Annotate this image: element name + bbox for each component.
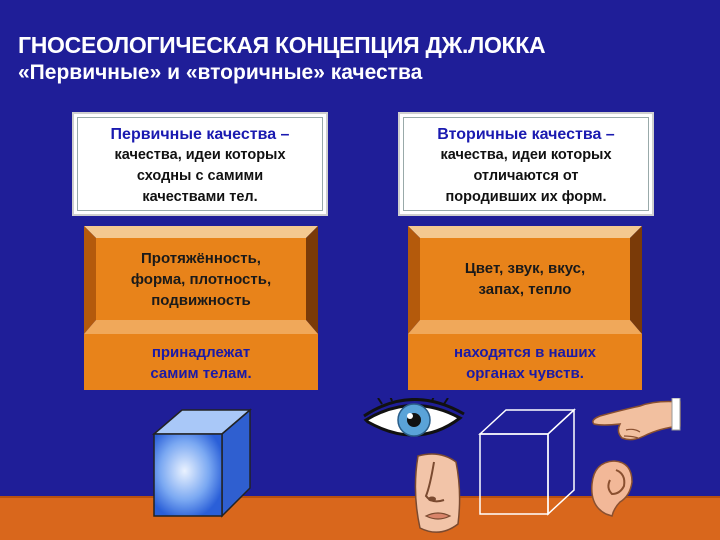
secondary-example-line: запах, тепло xyxy=(478,281,572,298)
secondary-def-line: качества, идеи которых xyxy=(440,147,612,163)
bevel-frame xyxy=(84,226,318,334)
secondary-examples-box: Цвет, звук, вкус, запах, тепло xyxy=(408,226,642,334)
primary-belong-line: принадлежат xyxy=(151,344,251,361)
secondary-belong-line: находятся в наших xyxy=(454,344,596,361)
secondary-belong-box: находятся в наших органах чувств. xyxy=(408,334,642,390)
ear-icon xyxy=(591,460,633,517)
secondary-belong-line: органах чувств. xyxy=(466,365,584,382)
secondary-def-line: отличаются от xyxy=(473,168,579,184)
primary-example-line: подвижность xyxy=(151,291,251,309)
primary-heading: Первичные качества – xyxy=(110,126,290,143)
primary-example-line: форма, плотность, xyxy=(130,270,272,288)
secondary-examples-text: Цвет, звук, вкус, запах, тепло xyxy=(420,238,630,320)
nose-icon xyxy=(414,453,461,533)
primary-def-line: качествами тел. xyxy=(142,189,258,205)
primary-def-line: сходны с самими xyxy=(136,168,264,184)
slide-subtitle: «Первичные» и «вторичные» качества xyxy=(18,61,423,84)
slide-title: ГНОСЕОЛОГИЧЕСКАЯ КОНЦЕПЦИЯ ДЖ.ЛОККА xyxy=(18,32,546,58)
primary-example-line: Протяжённость, xyxy=(141,249,261,267)
primary-def-line: качества, идеи которых xyxy=(114,147,286,163)
floor-edge xyxy=(0,496,720,498)
secondary-definition-box: Вторичные качества – качества, идеи кото… xyxy=(398,112,654,216)
secondary-def-line: породивших их форм. xyxy=(445,189,607,205)
blue-cube-icon xyxy=(151,408,253,518)
hand-icon xyxy=(592,398,681,441)
primary-belong-box: принадлежат самим телам. xyxy=(84,334,318,390)
secondary-example-line: Цвет, звук, вкус, xyxy=(464,260,586,277)
primary-examples-box: Протяжённость, форма, плотность, подвижн… xyxy=(84,226,318,334)
primary-examples-text: Протяжённость, форма, плотность, подвижн… xyxy=(96,238,306,320)
primary-definition-box: Первичные качества – качества, идеи кото… xyxy=(72,112,328,216)
eye-icon xyxy=(363,398,465,437)
primary-belong-line: самим телам. xyxy=(150,365,252,382)
bevel-frame xyxy=(408,226,642,334)
secondary-heading: Вторичные качества – xyxy=(437,126,615,143)
wireframe-cube-icon xyxy=(478,408,576,516)
